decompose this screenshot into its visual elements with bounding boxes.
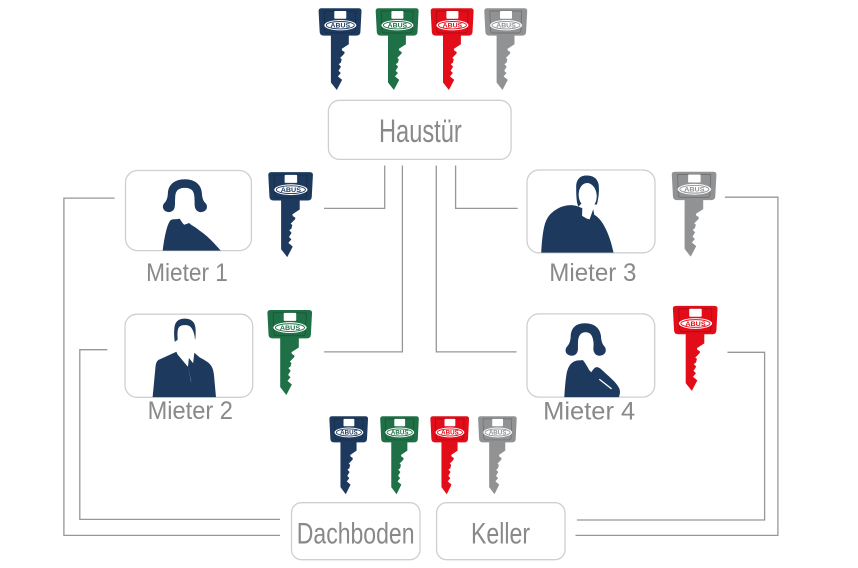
svg-text:Dachboden: Dachboden [297, 518, 415, 551]
svg-text:Keller: Keller [471, 518, 530, 551]
svg-text:Mieter 4: Mieter 4 [543, 398, 635, 426]
svg-text:Mieter 2: Mieter 2 [148, 397, 233, 425]
svg-text:Mieter 3: Mieter 3 [549, 259, 636, 287]
svg-text:Haustür: Haustür [379, 113, 462, 149]
svg-text:Mieter 1: Mieter 1 [146, 259, 228, 287]
